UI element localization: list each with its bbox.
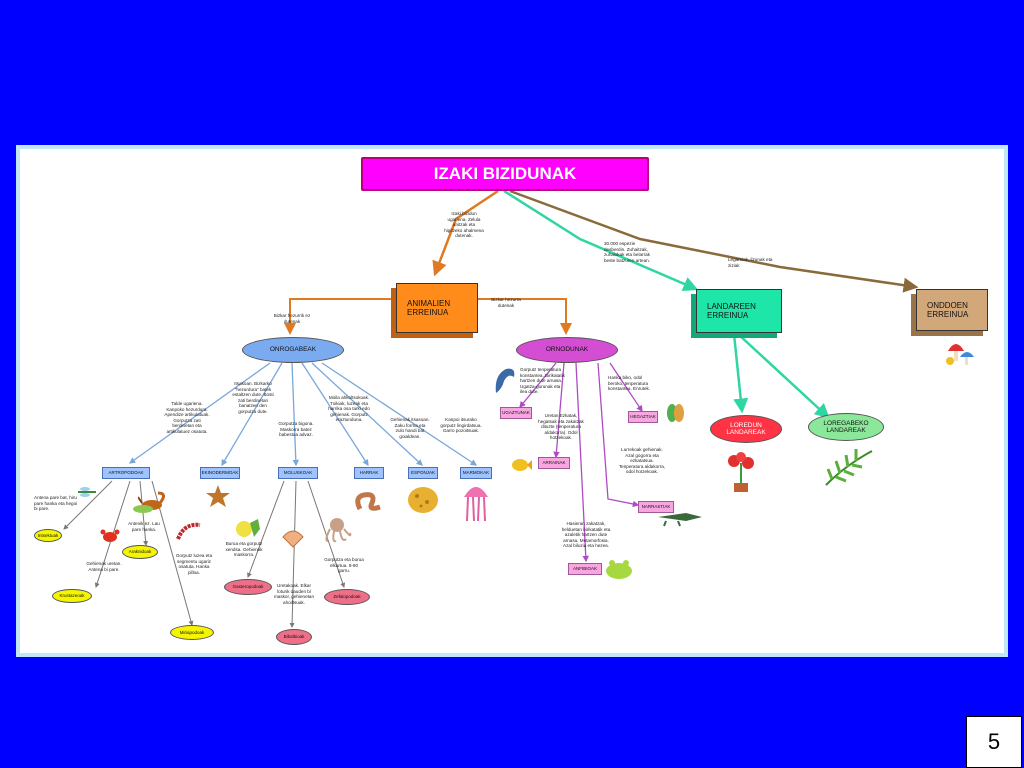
centipede-illustration (176, 522, 201, 540)
note-birds: Hanka biko, odol beroko, tenperatura kon… (608, 375, 651, 391)
note-arthropods: Talde ugariena. Kanpoko hezurdura. Apend… (164, 401, 210, 434)
note-root-plants: 30.000 espezie desberdin. Zuhaitzak, zuh… (604, 241, 650, 263)
note-cnidarians: Kanpoi itsurako gorputz lingirdatsua. Ga… (440, 417, 482, 433)
fish-illustration (512, 459, 532, 471)
invertebrates-ellipse: ONROGABEAK (242, 337, 344, 363)
sponges-box: ESPONJAK (408, 467, 438, 479)
molluscs-box: MOLUSKOAK (278, 467, 318, 479)
connector-arrows (63, 189, 919, 628)
animals-kingdom-box: ANIMALIEN ERREINUA (396, 283, 478, 333)
note-gastropods: Buruа eta gorputz xendsa. Gehienak masko… (225, 541, 263, 557)
fish-box: ARRAINAK (538, 457, 570, 469)
jellyfish-illustration (464, 487, 488, 522)
leaf-insect-illustration (133, 505, 153, 513)
note-sponges: Gehienak itsasoan. Zaku forma eta zulo h… (390, 417, 430, 439)
sponge-illustration (408, 487, 438, 513)
plants-kingdom-box: LANDAREEN ERREINUA (696, 289, 782, 333)
worms-box: HARRAK (354, 467, 384, 479)
note-cephalopods: Gorputza eta burua elkartua. 8-90 garru. (324, 557, 364, 573)
insects-ellipse: Intsektuak (34, 529, 62, 542)
bivalves-ellipse: Bibalbioak (276, 629, 312, 645)
mammals-box: UGAZTUNAK (500, 407, 532, 419)
dragonfly-illustration (78, 487, 96, 497)
crocodile-illustration (658, 513, 702, 527)
amphibians-box: ANFIBIOAK (568, 563, 602, 575)
vertebrates-ellipse: ORNODUNAK (516, 337, 618, 363)
note-insects: Antena pare bat, hiru pare hanka eta heg… (34, 495, 78, 511)
echinoderms-box: EKINODERMOAK (200, 467, 240, 479)
dolphin-illustration (495, 368, 515, 393)
note-reptiles: Lurrekoak gehienak. Azal gogorra eta ezk… (618, 447, 666, 474)
note-molluscs: Gorputza biguna. Maskorra batez babestua… (278, 421, 314, 437)
note-crustaceans: Gehienak uretan. Antena bi pare. (86, 561, 122, 572)
birds-box: HEGAZTIAK (628, 411, 658, 423)
cnidarians-box: MARMOKAK (460, 467, 492, 479)
note-arachnids: Antenik ez. Lau pare hanka. (128, 521, 160, 532)
myriapods-ellipse: Miriapodoak (170, 625, 214, 640)
concept-map-canvas: IZAKI BIZIDUNAK ANIMALIEN ERREINUA LANDA… (20, 149, 1004, 653)
octopus-illustration (325, 518, 352, 543)
page-number: 5 (966, 716, 1022, 768)
flowering-plant-illustration (728, 452, 754, 492)
reptiles-box: NARRASTIAK (638, 501, 674, 513)
note-echinoderms: Itsasoan. Bizkarko "hezurdura" batek est… (232, 381, 274, 414)
gastropods-ellipse: Gasteropodoak (224, 579, 272, 595)
note-worms: Moila ahkoltsokoak. Txikiak, luzeak eta … (328, 395, 370, 422)
worm-illustration (355, 492, 381, 511)
note-myriapods: Gorputz luzea eta segmentu ugariz osatut… (175, 553, 213, 575)
flowering-plants-ellipse: LOREDUN LANDAREAK (710, 415, 782, 443)
crustaceans-ellipse: Krustazeoak (52, 589, 92, 603)
note-root-animals: Izaki bizidun ugariena. Zelula anitzak e… (444, 211, 484, 238)
mushrooms-illustration (946, 344, 974, 365)
frog-illustration (606, 560, 632, 579)
snail-illustration (236, 519, 260, 537)
note-no-backbone: Bizkar hezurrik ez dutenak (273, 313, 311, 324)
starfish-illustration (206, 485, 230, 507)
map-title: IZAKI BIZIDUNAK (361, 157, 649, 191)
fern-illustration (825, 449, 873, 486)
fungi-kingdom-box: ONDDOEN ERREINUA (916, 289, 988, 331)
arthropods-box: ARTROPODOAK (102, 467, 150, 479)
note-bivalves: Uretakoak. Elkar loturik dauden bi masko… (273, 583, 315, 605)
arachnids-ellipse: Araknidoak (122, 545, 158, 559)
parrots-illustration (667, 404, 684, 422)
crab-illustration (100, 529, 120, 542)
cephalopods-ellipse: Zefalopodoak (324, 589, 370, 605)
note-amphibians: Hasieran zakatzak, helduetan birikatatik… (561, 521, 611, 548)
note-mammals: Gorputz tenperatura konstantea. Birikata… (520, 367, 565, 394)
slide-frame: IZAKI BIZIDUNAK ANIMALIEN ERREINUA LANDA… (16, 145, 1008, 657)
note-backbone: Bizkar hezurra dutenak (491, 297, 521, 308)
note-fish: Uretan Ezkatak, hegatsak eta zakatzak di… (538, 413, 584, 440)
note-root-fungi: Legamiak, lizunak eta ziziak (728, 257, 773, 268)
shell-illustration (282, 530, 304, 548)
nonflowering-plants-ellipse: LOREGABEKO LANDAREAK (808, 413, 884, 441)
